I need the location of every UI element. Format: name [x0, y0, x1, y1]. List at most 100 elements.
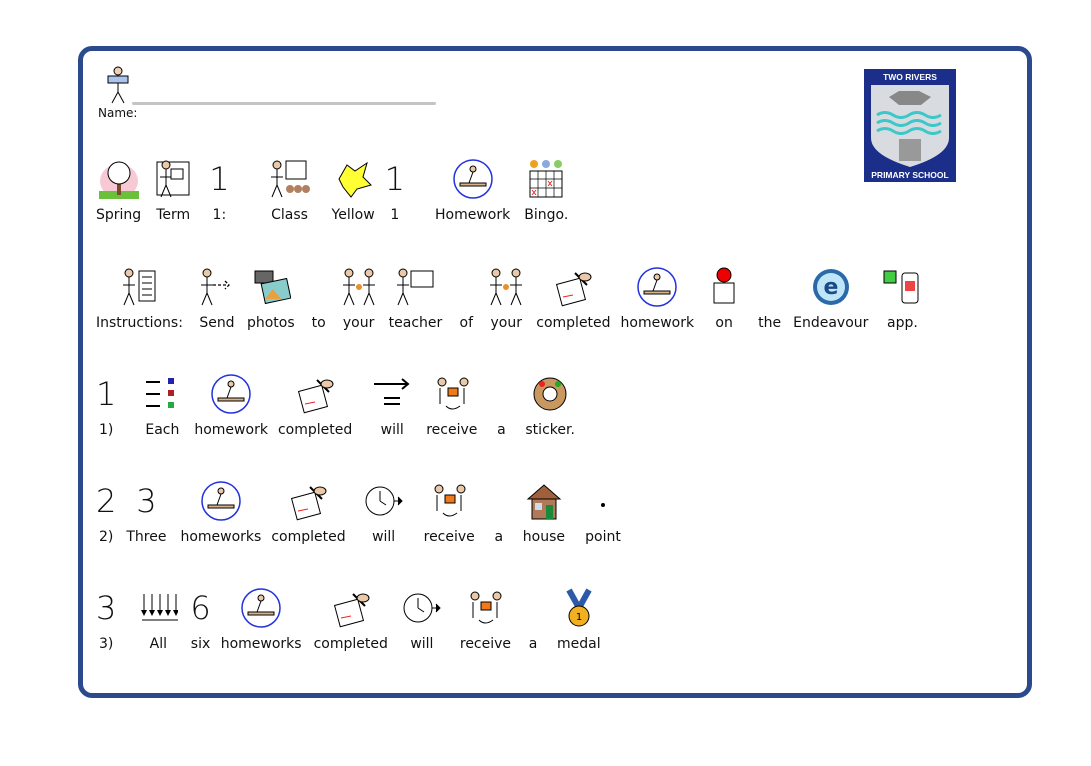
word-label: of — [459, 315, 474, 331]
completed-icon — [556, 272, 592, 307]
homework-icon — [637, 267, 678, 307]
word-label: six — [190, 636, 211, 652]
numeral-symbol: 1 — [384, 160, 406, 198]
symbol-word: homework — [621, 264, 694, 332]
logo-bottom-text: PRIMARY SCHOOL — [871, 170, 949, 180]
person-name-icon — [107, 66, 129, 104]
bingo-icon — [529, 160, 563, 198]
word-label: Endeavour — [793, 315, 869, 331]
word-label: completed — [271, 529, 346, 545]
symbol-word: of — [456, 264, 476, 332]
numeral-symbol: 2 — [96, 482, 117, 520]
page-border — [78, 46, 1032, 698]
symbol-word: the — [758, 264, 781, 332]
word-label: a — [528, 636, 538, 652]
symbol-word: a — [523, 585, 543, 653]
school-logo: TWO RIVERS PRIMARY SCHOOL — [864, 69, 956, 182]
symbol-word: Send — [197, 264, 237, 332]
house-icon — [526, 484, 562, 520]
symbol-word: on — [704, 264, 744, 332]
symbol-word: completed — [278, 371, 352, 439]
symbol-word: your — [486, 264, 526, 332]
word-label: 2) — [98, 529, 114, 545]
medal-icon: 1 — [566, 588, 592, 627]
receive-icon — [470, 591, 502, 624]
completed-icon — [291, 486, 327, 521]
each-icon — [146, 378, 175, 408]
your-icon — [490, 268, 523, 306]
symbol-word: 6 six — [190, 585, 210, 653]
word-label: your — [342, 315, 375, 331]
word-label: Three — [126, 529, 167, 545]
word-label: All — [149, 636, 168, 652]
word-label: teacher — [388, 315, 443, 331]
numeral-symbol: 1 — [96, 375, 117, 413]
word-label: completed — [277, 422, 353, 438]
receive-icon — [434, 484, 466, 517]
spring-icon — [98, 161, 139, 199]
on-icon — [713, 267, 735, 304]
word-label: sticker. — [525, 422, 575, 438]
word-label: Spring — [96, 207, 142, 223]
word-label: house — [522, 529, 566, 545]
word-label: 1: — [212, 207, 227, 223]
word-label: 3) — [98, 636, 114, 652]
symbol-word: receive — [426, 371, 477, 439]
word-label: Each — [145, 422, 180, 438]
app-icon — [883, 270, 919, 304]
send-icon — [200, 268, 230, 306]
word-label: Term — [156, 207, 191, 223]
symbol-word: completed — [314, 585, 388, 653]
symbol-word: Instructions: — [96, 264, 183, 332]
svg-text:e: e — [823, 275, 838, 300]
symbol-word: to — [309, 264, 329, 332]
symbol-word: photos — [247, 264, 295, 332]
symbol-word: will — [402, 585, 442, 653]
symbol-word: homeworks — [221, 585, 302, 653]
word-label: completed — [313, 636, 388, 652]
symbol-word: completed — [271, 478, 346, 546]
homework-icon — [201, 481, 241, 521]
word-label: photos — [246, 315, 295, 331]
term-icon — [156, 160, 190, 198]
word-label: receive — [423, 529, 475, 545]
symbol-word: Each — [142, 371, 182, 439]
sticker-icon — [533, 377, 567, 411]
word-label: on — [715, 315, 733, 331]
symbol-word: Spring — [96, 156, 141, 224]
receive-icon — [437, 377, 469, 410]
word-label: receive — [426, 422, 478, 438]
word-label: Homework — [435, 207, 511, 223]
word-label: completed — [536, 315, 611, 331]
symbol-word: completed — [536, 264, 611, 332]
symbol-word: homeworks — [180, 478, 261, 546]
symbol-word: Homework — [435, 156, 510, 224]
symbol-word: Bingo. — [524, 156, 568, 224]
word-label: app. — [886, 315, 918, 331]
class-icon — [270, 160, 310, 198]
symbol-word: receive — [460, 585, 511, 653]
completed-icon — [298, 379, 334, 414]
word-label: homeworks — [180, 529, 262, 545]
word-label: your — [490, 315, 522, 331]
numeral-symbol: 6 — [190, 589, 211, 627]
word-label: a — [494, 529, 504, 545]
symbol-word: receive — [424, 478, 475, 546]
logo-top-text: TWO RIVERS — [883, 72, 937, 82]
symbol-word: a — [491, 371, 511, 439]
word-label: medal — [557, 636, 601, 652]
endeavour-icon: e — [812, 269, 849, 305]
numeral-symbol: 3 — [136, 482, 157, 520]
symbol-word: All — [138, 585, 179, 653]
word-label: a — [497, 422, 506, 438]
symbol-word: house — [523, 478, 565, 546]
symbol-word: app. — [882, 264, 922, 332]
symbol-word: Class — [270, 156, 310, 224]
